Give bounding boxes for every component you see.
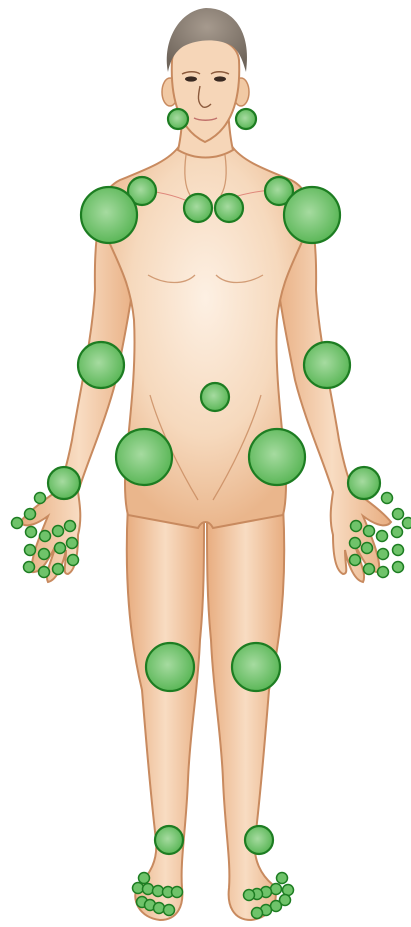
joint-toe-40[interactable]: [164, 905, 175, 916]
joint-finger-15[interactable]: [68, 555, 79, 566]
left-leg: [127, 505, 204, 920]
joint-finger-23[interactable]: [393, 545, 404, 556]
right-eye: [214, 76, 226, 81]
joint-toe-41[interactable]: [277, 873, 288, 884]
joint-shoulder-right[interactable]: [284, 187, 340, 243]
joint-finger-26[interactable]: [350, 538, 361, 549]
joint-hip-right[interactable]: [249, 429, 305, 485]
joint-finger-16[interactable]: [382, 493, 393, 504]
joint-finger-21[interactable]: [364, 526, 375, 537]
joint-knee-right[interactable]: [232, 643, 280, 691]
joint-toe-50[interactable]: [252, 908, 263, 919]
joint-finger-28[interactable]: [378, 567, 389, 578]
joint-finger-17[interactable]: [393, 509, 404, 520]
joint-finger-24[interactable]: [378, 549, 389, 560]
joint-finger-1[interactable]: [35, 493, 46, 504]
joint-finger-7[interactable]: [65, 521, 76, 532]
legs: [127, 505, 284, 920]
joint-finger-10[interactable]: [55, 543, 66, 554]
joint-navel-marker[interactable]: [201, 383, 229, 411]
joint-finger-11[interactable]: [67, 538, 78, 549]
joint-wrist-right[interactable]: [348, 467, 380, 499]
joint-finger-6[interactable]: [53, 526, 64, 537]
joint-toe-33[interactable]: [143, 884, 154, 895]
joint-jaw-left[interactable]: [168, 109, 188, 129]
joint-finger-22[interactable]: [351, 521, 362, 532]
joint-shoulder-left[interactable]: [81, 187, 137, 243]
joint-finger-2[interactable]: [25, 509, 36, 520]
joint-finger-19[interactable]: [392, 527, 403, 538]
joint-finger-5[interactable]: [40, 531, 51, 542]
joint-toe-31[interactable]: [139, 873, 150, 884]
joint-toe-36[interactable]: [172, 887, 183, 898]
joint-finger-3[interactable]: [12, 518, 23, 529]
right-leg: [207, 505, 284, 920]
joint-sternoclavicular-right[interactable]: [215, 194, 243, 222]
joint-elbow-right[interactable]: [304, 342, 350, 388]
joint-toe-46[interactable]: [244, 890, 255, 901]
joint-knee-left[interactable]: [146, 643, 194, 691]
joint-wrist-left[interactable]: [48, 467, 80, 499]
joint-finger-18[interactable]: [403, 518, 411, 529]
joint-ankle-left[interactable]: [155, 826, 183, 854]
joint-toe-39[interactable]: [154, 903, 165, 914]
joint-ankle-right[interactable]: [245, 826, 273, 854]
left-eye: [185, 76, 197, 81]
joint-finger-8[interactable]: [25, 545, 36, 556]
joint-finger-20[interactable]: [377, 531, 388, 542]
joint-finger-27[interactable]: [393, 562, 404, 573]
joint-jaw-right[interactable]: [236, 109, 256, 129]
joint-hip-left[interactable]: [116, 429, 172, 485]
joint-elbow-left[interactable]: [78, 342, 124, 388]
joint-finger-30[interactable]: [350, 555, 361, 566]
joint-sternoclavicular-left[interactable]: [184, 194, 212, 222]
joint-finger-4[interactable]: [26, 527, 37, 538]
joint-finger-29[interactable]: [364, 564, 375, 575]
joint-finger-13[interactable]: [39, 567, 50, 578]
joint-finger-25[interactable]: [362, 543, 373, 554]
joint-finger-9[interactable]: [39, 549, 50, 560]
joint-finger-14[interactable]: [53, 564, 64, 575]
joint-finger-12[interactable]: [24, 562, 35, 573]
